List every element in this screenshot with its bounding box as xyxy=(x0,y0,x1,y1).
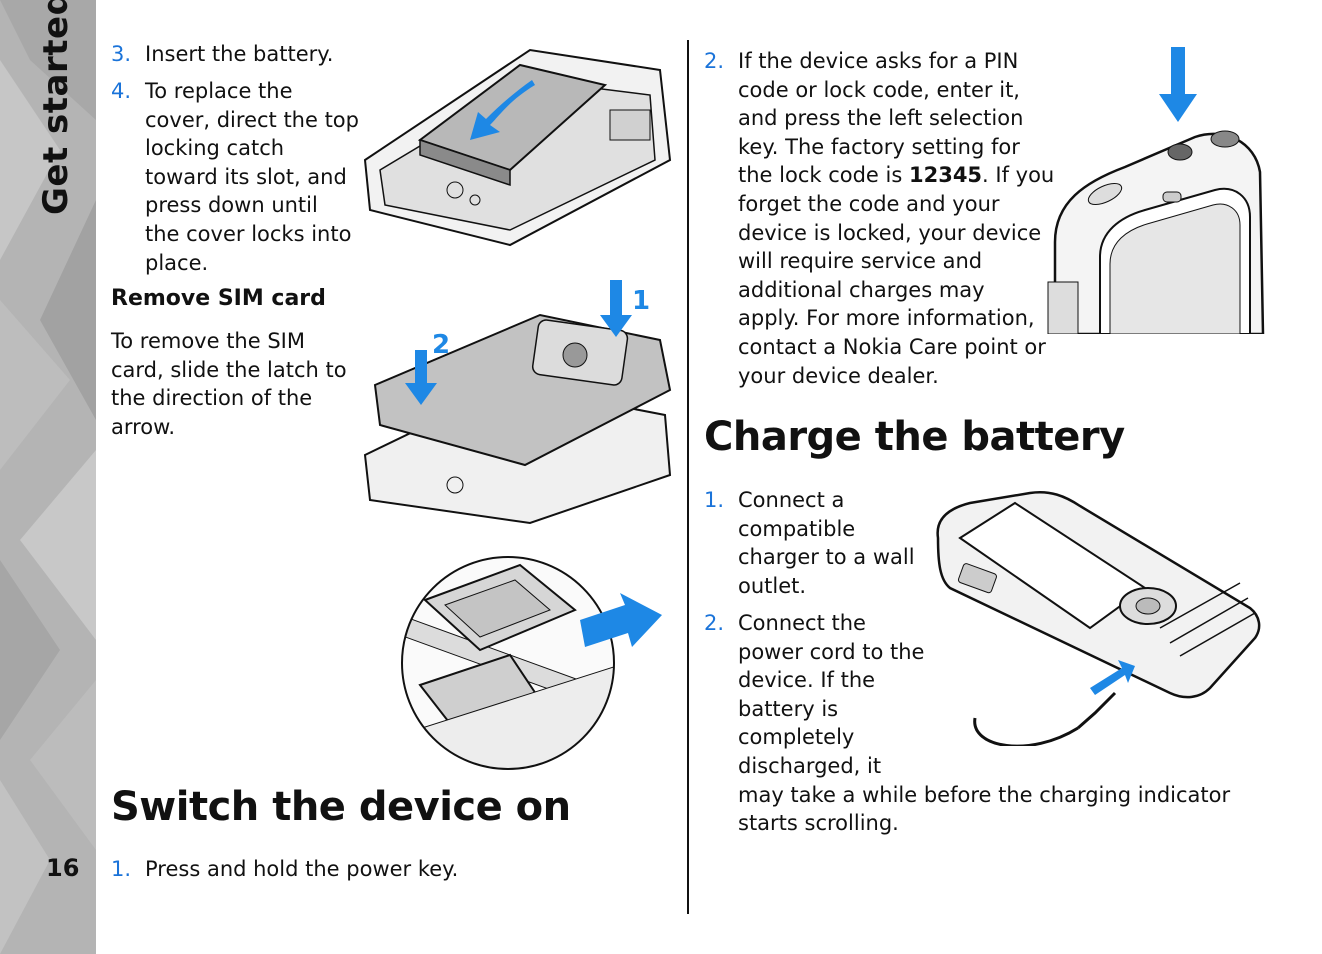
column-divider xyxy=(687,40,689,914)
list-text: Press and hold the power key. xyxy=(145,857,459,881)
charge-heading: Charge the battery xyxy=(704,414,1125,460)
lock-code: 12345 xyxy=(908,163,983,188)
list-number: 1. xyxy=(111,857,132,881)
list-number: 3. xyxy=(111,42,132,66)
list-text: To replace the cover, direct the top loc… xyxy=(145,79,359,275)
sidebar-pattern xyxy=(0,0,96,954)
list-item: 2. If the device asks for a PIN code or … xyxy=(704,47,1054,392)
switch-on-heading: Switch the device on xyxy=(111,784,571,830)
list-item: 3. Insert the battery. xyxy=(111,40,371,70)
list-number: 1. xyxy=(704,488,725,512)
sidebar xyxy=(0,0,96,954)
remove-sim-heading: Remove SIM card xyxy=(111,286,326,311)
list-number: 2. xyxy=(704,49,725,73)
svg-text:1: 1 xyxy=(632,286,650,316)
power-key-illustration xyxy=(1047,47,1265,334)
battery-insert-illustration xyxy=(363,48,672,247)
list-text: If the device asks for a PIN code or loc… xyxy=(738,49,1055,388)
list-item: 1. Connect a compatible charger to a wal… xyxy=(704,486,934,606)
list-item: 1. Press and hold the power key. xyxy=(111,855,531,885)
list-text: Connect the power cord to the device. If… xyxy=(738,611,1231,836)
list-number: 4. xyxy=(111,79,132,103)
svg-text:2: 2 xyxy=(432,330,450,360)
sim-removal-illustration xyxy=(401,556,662,770)
list-number: 2. xyxy=(704,611,725,635)
section-title: Get started xyxy=(36,0,76,215)
list-item: 4. To replace the cover, direct the top … xyxy=(111,77,371,282)
charger-illustration xyxy=(936,491,1261,746)
list-text: Insert the battery. xyxy=(145,42,334,66)
remove-sim-text: To remove the SIM card, slide the latch … xyxy=(111,329,347,439)
page-number: 16 xyxy=(46,854,80,882)
list-item: 2. Connect the power cord to the device.… xyxy=(704,609,1264,844)
list-text: Connect a compatible charger to a wall o… xyxy=(738,488,915,598)
cover-replace-illustration: 1 2 xyxy=(363,280,672,525)
